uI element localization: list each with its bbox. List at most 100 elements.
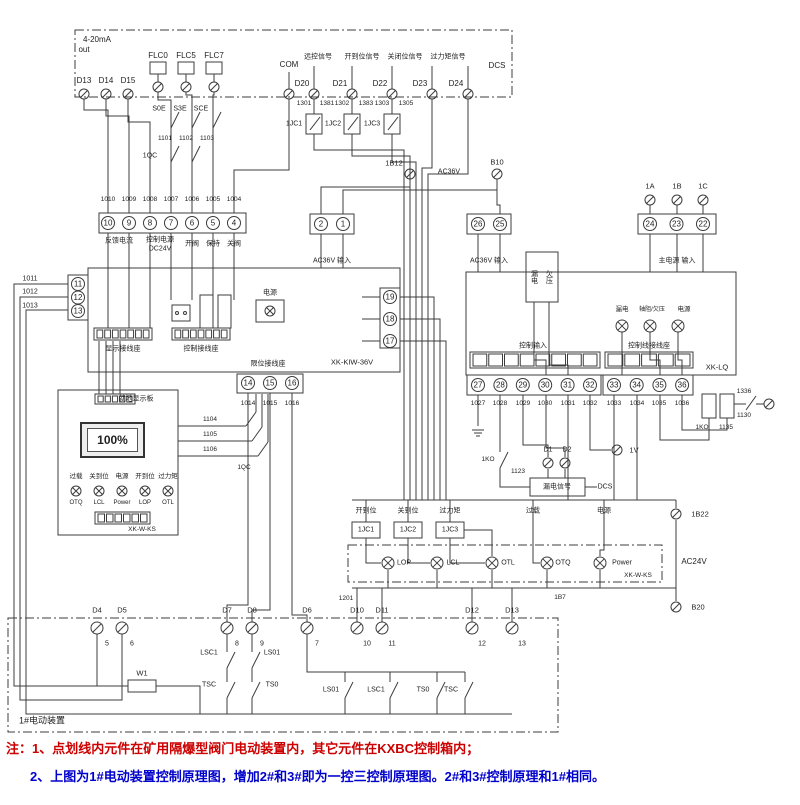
terminal-circle: [101, 216, 115, 230]
switch-contact: [464, 681, 474, 699]
display-percentage: 100%: [97, 433, 128, 447]
wire-segment: [589, 395, 611, 451]
terminal-icon: [283, 88, 295, 100]
wire-segment: [19, 296, 123, 701]
lamp-icon: [542, 558, 552, 568]
terminal-block-cell: [488, 353, 503, 367]
terminal-icon: [102, 90, 110, 98]
terminal-number: 15: [266, 379, 275, 388]
wire-segment: [351, 134, 411, 500]
wire-segment: [391, 134, 417, 500]
terminal-circle: [314, 217, 328, 231]
wire-segment: [320, 179, 411, 214]
terminal-block-cell: [123, 513, 131, 523]
terminal-icon: [763, 398, 775, 410]
switch-contact: [436, 681, 446, 699]
terminal-circle: [383, 312, 397, 326]
terminal-icon: [671, 194, 683, 206]
terminal-icon: [285, 90, 293, 98]
wire-segment: [400, 296, 435, 500]
terminal-icon: [467, 623, 477, 633]
terminal-block-cell: [213, 329, 220, 339]
wire-segment: [427, 99, 469, 500]
terminal-block-cell: [135, 329, 142, 339]
switch-contact: [499, 451, 509, 469]
wire-segment: [83, 99, 109, 213]
switch-contact: [226, 681, 236, 699]
terminal-icon: [154, 83, 162, 91]
terminal-icon: [542, 457, 554, 469]
terminal-number: 29: [518, 381, 527, 390]
terminal-icon: [152, 81, 164, 93]
wire-segment: [681, 395, 728, 431]
lamp-icon: [593, 556, 607, 570]
wire-segment: [185, 92, 193, 213]
terminal-circle: [643, 217, 657, 231]
terminal-number: 5: [211, 219, 216, 228]
terminal-number: 30: [541, 381, 550, 390]
terminal-icon: [302, 623, 312, 633]
switch-contact: [344, 681, 354, 699]
terminal-block-cell: [504, 353, 519, 367]
lamp-icon: [645, 321, 655, 331]
terminal-number: 33: [610, 381, 619, 390]
terminal-icon: [117, 623, 127, 633]
lamp-icon: [485, 556, 499, 570]
terminal-icon: [493, 170, 501, 178]
lamp-icon: [264, 305, 276, 317]
terminal-icon: [92, 623, 102, 633]
wire-segment: [545, 395, 566, 457]
terminal-icon: [386, 88, 398, 100]
wire-segment: [127, 99, 151, 213]
wire-segment: [400, 318, 441, 500]
terminal-block: [469, 351, 601, 369]
terminal-circle: [607, 378, 621, 392]
wire-segment: [532, 500, 540, 564]
wire-segment: [421, 99, 433, 500]
flc-relay-box: [177, 61, 195, 75]
switch-contact: [257, 441, 269, 457]
relay-coil-box: [393, 521, 423, 539]
local-display: 100%: [80, 422, 145, 458]
wire-segment: [365, 538, 381, 564]
terminal-icon: [122, 88, 134, 100]
xk-lq-box: [465, 271, 737, 376]
terminal-block-cell: [551, 353, 566, 367]
note-2: 2、上图为1#电动装置控制原理图，增加2#和3#即为一控三控制原理图。2#和3#…: [30, 769, 605, 784]
terminal-number: 19: [386, 293, 395, 302]
terminal-strip: [637, 213, 717, 235]
terminal-block-cell: [519, 353, 535, 367]
terminal-icon: [247, 623, 257, 633]
switch-contact: [191, 111, 201, 129]
terminal-block-cell: [582, 353, 598, 367]
terminal-number: 17: [386, 337, 395, 346]
fuse-dot: [175, 311, 179, 315]
terminal-number: 8: [148, 219, 153, 228]
terminal-number: 25: [496, 220, 505, 229]
wire-segment: [25, 309, 201, 715]
terminal-icon: [465, 621, 479, 635]
wire-segment: [400, 340, 447, 500]
lamp-icon: [643, 319, 657, 333]
terminal-circle: [583, 378, 597, 392]
terminal-number: 23: [672, 220, 681, 229]
terminal-icon: [180, 81, 192, 93]
wire-segment: [313, 134, 405, 500]
wire-segment: [105, 99, 130, 213]
switch-contact: [251, 681, 261, 699]
terminal-icon: [377, 623, 387, 633]
terminal-number: 32: [586, 381, 595, 390]
lamp-icon: [116, 485, 128, 497]
wire-segment: [659, 395, 710, 441]
terminal-circle: [383, 290, 397, 304]
wire-segment: [157, 92, 172, 213]
leakage-signal-box: [529, 477, 586, 497]
lamp-icon: [487, 558, 497, 568]
lamp-icon: [540, 556, 554, 570]
terminal-block-cell: [106, 513, 114, 523]
aux-relay-box: [719, 393, 735, 419]
terminal-circle: [629, 378, 644, 392]
terminal-block-cell: [140, 513, 148, 523]
fuse-dot: [183, 311, 187, 315]
